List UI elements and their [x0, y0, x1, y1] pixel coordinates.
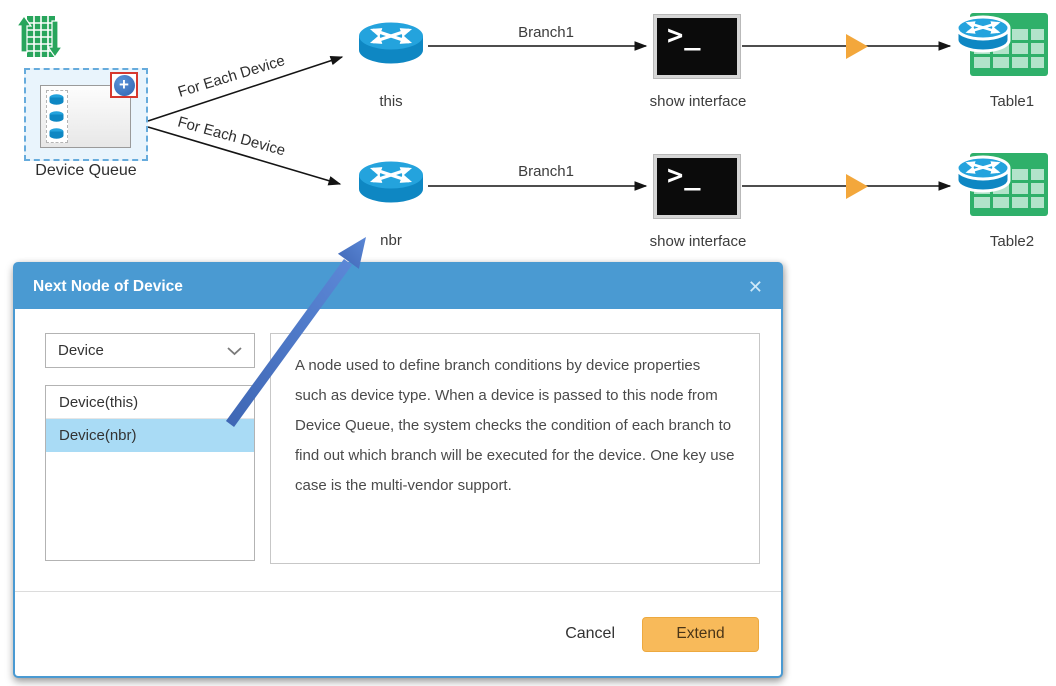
- device-queue-node[interactable]: +: [24, 68, 148, 161]
- table-sync-icon[interactable]: [15, 14, 64, 59]
- router-nbr-label: nbr: [380, 232, 402, 249]
- close-icon[interactable]: ✕: [747, 276, 763, 297]
- add-next-node-button[interactable]: +: [110, 72, 138, 98]
- list-item-device-nbr[interactable]: Device(nbr): [46, 419, 254, 452]
- show-interface-bottom-label: show interface: [649, 233, 747, 250]
- cancel-button[interactable]: Cancel: [565, 625, 615, 642]
- table1-label: Table1: [989, 93, 1035, 110]
- device-list: Device(this) Device(nbr): [45, 385, 255, 561]
- list-item-device-this[interactable]: Device(this): [46, 386, 254, 419]
- terminal-cursor-icon: _: [684, 20, 701, 51]
- router-nbr-node[interactable]: [359, 162, 423, 203]
- device-disk-icon: [49, 111, 64, 122]
- dialog-header: Next Node of Device ✕: [15, 264, 781, 309]
- description-panel: A node used to define branch conditions …: [270, 333, 760, 564]
- show-interface-top-label: show interface: [649, 93, 747, 110]
- flow-marker-orange-bottom: [846, 174, 868, 199]
- terminal-show-interface-top[interactable]: >_: [654, 15, 740, 78]
- chevron-down-icon: [227, 346, 242, 355]
- edge-branch1-top-label: Branch1: [518, 24, 574, 41]
- device-type-dropdown[interactable]: Device: [45, 333, 255, 368]
- description-text: A node used to define branch conditions …: [295, 357, 735, 494]
- next-node-dialog: Next Node of Device ✕ Device Device(this…: [13, 262, 783, 678]
- device-queue-label: Device Queue: [35, 162, 137, 179]
- table1-node[interactable]: [957, 13, 1048, 76]
- sync-down-arrow-icon: [46, 20, 64, 59]
- terminal-prompt-icon: >: [667, 20, 684, 51]
- router-this-label: this: [379, 93, 403, 110]
- extend-button[interactable]: Extend: [642, 616, 759, 652]
- edge-branch1-bottom-label: Branch1: [518, 163, 574, 180]
- table2-label: Table2: [989, 233, 1035, 250]
- device-disk-icon: [49, 94, 64, 105]
- table2-node[interactable]: [957, 153, 1048, 216]
- sync-up-arrow-icon: [15, 14, 33, 53]
- device-disk-icon: [49, 128, 64, 139]
- dialog-title: Next Node of Device: [33, 277, 183, 295]
- dropdown-value: Device: [58, 342, 104, 359]
- terminal-cursor-icon: _: [684, 160, 701, 191]
- dialog-footer: Cancel Extend: [15, 591, 781, 676]
- terminal-show-interface-bottom[interactable]: >_: [654, 155, 740, 218]
- plus-icon: +: [113, 74, 135, 96]
- device-stack-icon: [46, 90, 68, 143]
- terminal-prompt-icon: >: [667, 160, 684, 191]
- flow-marker-orange-top: [846, 34, 868, 59]
- router-this-node[interactable]: [359, 23, 423, 64]
